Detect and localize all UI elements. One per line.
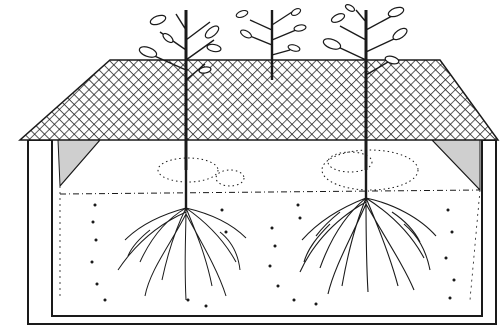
bubble [221,209,224,212]
zone-middle [216,170,244,186]
bubble [277,285,280,288]
tank-floor-edge [60,186,480,300]
leaf [161,32,174,44]
zone-left [158,158,218,182]
roots-right [300,198,436,294]
leaf [239,28,252,39]
leaf [344,3,355,13]
leaf [287,44,300,53]
root [366,198,368,292]
leaf [294,24,307,32]
bubble [92,221,95,224]
leaf [149,14,167,27]
leaf [290,7,301,17]
bubble [104,299,107,302]
bubble [187,299,190,302]
leaf [203,24,220,40]
tank-outer-wall [28,140,496,324]
leaf [387,6,405,19]
bubble [96,283,99,286]
root [300,202,366,272]
bubble [315,303,318,306]
oxygen-zones [158,150,418,190]
bubble [299,217,302,220]
bubble [449,297,452,300]
bubble [225,231,228,234]
root [366,198,436,236]
leaf [322,37,342,52]
leaf [206,43,221,52]
raft-top [20,60,498,140]
bubble [271,227,274,230]
bubble [269,265,272,268]
root [186,214,226,296]
root [186,208,212,286]
bubble [293,299,296,302]
leaf [391,26,409,42]
root [366,198,398,286]
bubble [274,245,277,248]
leaf [235,9,248,19]
tank [28,140,496,324]
bubble [297,204,300,207]
root [185,208,186,300]
bubble [205,305,208,308]
bubble [451,231,454,234]
root [162,208,186,280]
bubble [453,279,456,282]
bubble [95,239,98,242]
root [220,232,240,270]
leaf [138,45,158,60]
roots-left [118,208,246,300]
mesh-raft [20,60,498,140]
root [302,198,366,240]
root [366,204,414,290]
bubble [91,261,94,264]
root [145,214,186,296]
submerged-stems [186,140,366,210]
bubble [94,204,97,207]
water-surface [60,190,480,194]
bubble [447,209,450,212]
leaf [330,12,346,24]
bubble [445,257,448,260]
zone-right-outer [322,150,418,190]
tank-inner-wall [52,140,482,316]
